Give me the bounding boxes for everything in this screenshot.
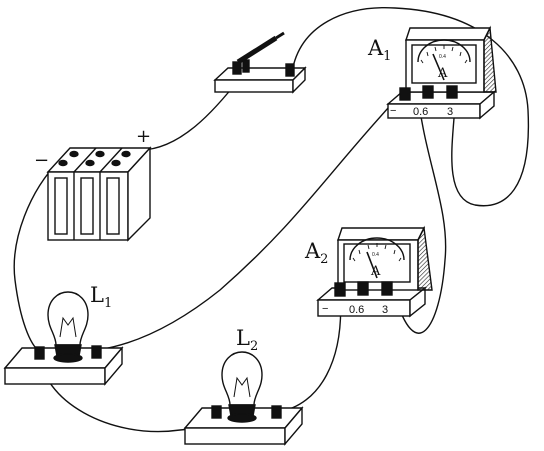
- label-A1: A1: [367, 36, 391, 64]
- knife-switch: [213, 31, 307, 94]
- ammeter-1-ticks: [420, 45, 468, 64]
- ammeter-2-terminal-negative: −: [322, 303, 328, 315]
- label-L2-main: L: [236, 326, 250, 350]
- lamp-1: [3, 291, 124, 386]
- label-A1-sub: 1: [383, 49, 391, 64]
- ammeter-2-unit: A: [370, 264, 381, 279]
- ammeter-1-unit: A: [437, 66, 448, 81]
- battery-plus-sign: +: [136, 126, 151, 147]
- wire-ammeter1-to-ammeter2: [394, 94, 447, 334]
- battery-minus-sign: −: [34, 150, 49, 171]
- label-L2-sub: 2: [250, 339, 258, 354]
- ammeter-1-terminal-0.6: 0.6: [413, 106, 428, 118]
- label-L1: L1: [90, 283, 112, 311]
- battery-pack: [46, 146, 152, 242]
- wire-battery-to-lamp1: [13, 159, 61, 353]
- ammeter-1-scale-label: 0.4: [439, 54, 446, 60]
- label-L1-sub: 1: [104, 296, 112, 311]
- ammeter-1-terminal-negative: −: [390, 105, 396, 117]
- ammeter-2-terminal-3: 3: [382, 304, 388, 316]
- label-L1-main: L: [90, 283, 104, 307]
- label-L2: L2: [236, 326, 258, 354]
- ammeter-1-terminal-3: 3: [447, 106, 453, 118]
- label-A2: A2: [304, 239, 328, 267]
- label-A1-main: A: [367, 36, 384, 60]
- lamp-2: [183, 351, 304, 446]
- ammeter-2-scale-label: 0.4: [372, 252, 379, 258]
- label-A2-main: A: [304, 239, 321, 263]
- wire-ammeter1-to-lamp1: [97, 94, 401, 351]
- ammeter-1: [386, 25, 497, 120]
- label-A2-sub: 2: [320, 252, 328, 267]
- ammeter-2-ticks: [352, 243, 402, 262]
- ammeter-2-terminal-0.6: 0.6: [349, 304, 364, 316]
- ammeter-2: [316, 225, 433, 318]
- wire-switch-to-ammeter1: [291, 7, 530, 207]
